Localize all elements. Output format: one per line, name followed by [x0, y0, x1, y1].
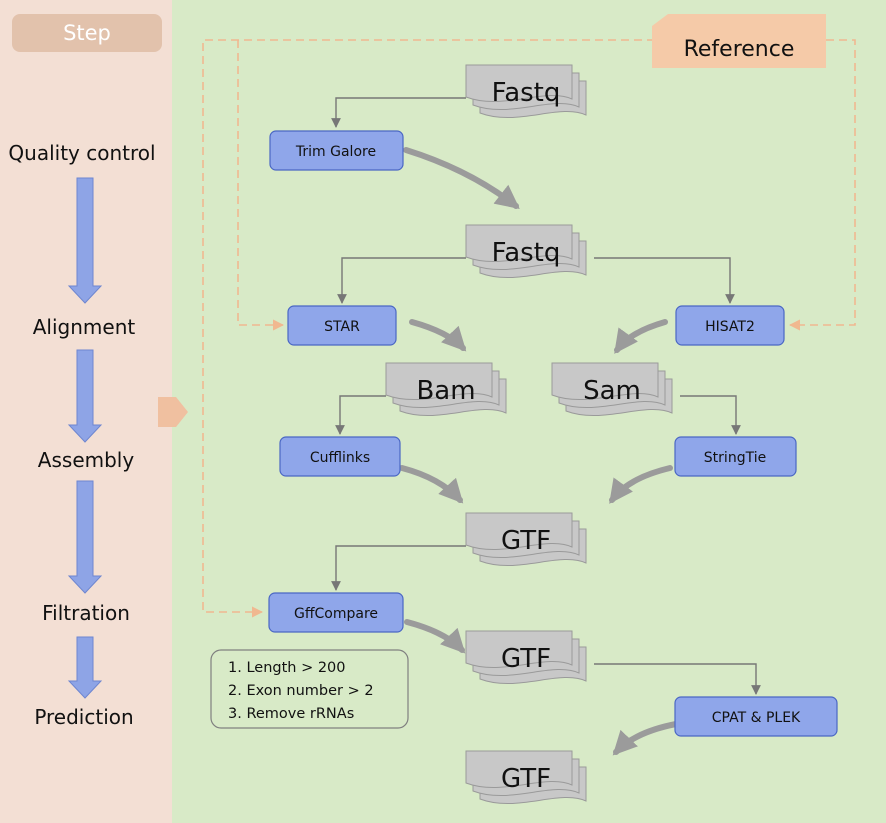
- file-stack-gtf-filtered: GTF: [465, 630, 587, 684]
- criteria-length: 1. Length > 200: [228, 660, 346, 676]
- file-stack-gtf-final: GTF: [465, 750, 587, 804]
- connectors: [331, 97, 761, 695]
- file-label: Sam: [583, 376, 641, 406]
- criteria-remove-rrna: 3. Remove rRNAs: [228, 706, 354, 722]
- reference-box: [652, 14, 826, 68]
- step-arrow-down-icon: [67, 636, 103, 699]
- file-stack-sam: Sam: [551, 362, 673, 416]
- document-icon: [465, 64, 573, 102]
- file-label: Bam: [416, 376, 475, 406]
- tool-label: Trim Galore: [295, 144, 376, 160]
- tool-hisat2[interactable]: HISAT2: [675, 305, 785, 346]
- tool-stringtie[interactable]: StringTie: [674, 436, 797, 477]
- step-arrow-down-icon: [67, 177, 103, 304]
- tool-label: STAR: [324, 319, 360, 335]
- criteria-exon-number: 2. Exon number > 2: [228, 683, 374, 699]
- document-icon: [465, 224, 573, 262]
- step-alignment: Alignment: [33, 315, 136, 339]
- file-stack-gtf-assembled: GTF: [465, 512, 587, 566]
- step-quality-control: Quality control: [8, 141, 155, 165]
- document-icon: [385, 362, 493, 400]
- document-icon: [465, 512, 573, 550]
- document-icon: [551, 362, 659, 400]
- step-arrow-down-icon: [67, 349, 103, 443]
- file-stack-fastq-raw: Fastq: [465, 64, 587, 118]
- sidebar-pointer-icon: [158, 397, 188, 427]
- tool-gffcompare[interactable]: GffCompare: [268, 592, 404, 633]
- file-stack-bam: Bam: [385, 362, 507, 416]
- file-label: Fastq: [492, 78, 561, 108]
- document-icon: [465, 630, 573, 668]
- flow-arrows: [399, 147, 679, 756]
- tool-label: CPAT & PLEK: [712, 710, 801, 726]
- step-assembly: Assembly: [38, 448, 135, 472]
- filter-criteria-box: 1. Length > 200 2. Exon number > 2 3. Re…: [210, 649, 409, 729]
- step-header-box: [12, 14, 162, 52]
- step-prediction: Prediction: [34, 705, 133, 729]
- tool-cpat-plek[interactable]: CPAT & PLEK: [674, 696, 838, 737]
- file-stack-fastq-trimmed: Fastq: [465, 224, 587, 278]
- reference-links: [202, 39, 856, 618]
- tool-trim-galore[interactable]: Trim Galore: [269, 130, 404, 171]
- document-icon: [465, 750, 573, 788]
- tool-label: GffCompare: [294, 606, 378, 622]
- step-arrow-down-icon: [67, 480, 103, 594]
- file-label: GTF: [501, 644, 551, 674]
- file-label: GTF: [501, 764, 551, 794]
- step-filtration: Filtration: [42, 601, 130, 625]
- file-label: Fastq: [492, 238, 561, 268]
- tool-star[interactable]: STAR: [287, 305, 397, 346]
- tool-label: StringTie: [704, 450, 766, 466]
- step-header: Step: [63, 21, 111, 45]
- reference-label: Reference: [684, 37, 795, 62]
- file-label: GTF: [501, 526, 551, 556]
- tool-cufflinks[interactable]: Cufflinks: [279, 436, 401, 477]
- tool-label: HISAT2: [705, 319, 755, 335]
- tool-label: Cufflinks: [310, 450, 370, 466]
